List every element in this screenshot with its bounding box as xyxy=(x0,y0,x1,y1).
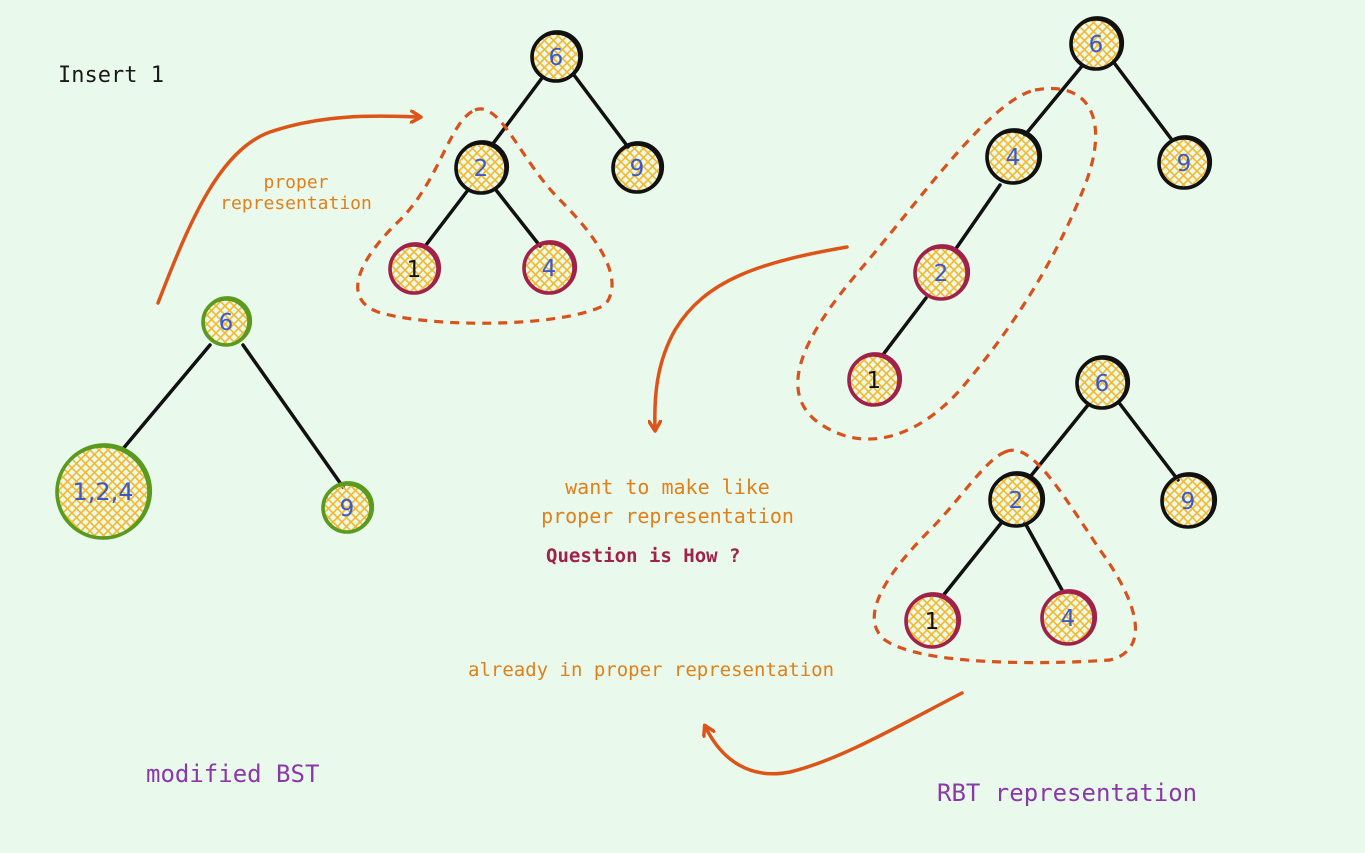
skewed-node-9: 9 xyxy=(1157,135,1213,190)
rbt-node-2-label: 2 xyxy=(1009,488,1024,514)
modified-bst-label: modified BST xyxy=(146,760,320,788)
rbt-node-9-label: 9 xyxy=(1181,489,1196,515)
edge-rbt-2-4 xyxy=(1023,521,1064,592)
skewed-node-9-label: 9 xyxy=(1177,151,1192,177)
want-to-make-label: want to make like proper representation xyxy=(510,473,825,531)
rbt-node-6-label: 6 xyxy=(1095,371,1110,397)
proper-node-6-label: 6 xyxy=(549,45,564,71)
edge-proper-6-2 xyxy=(490,76,544,147)
edge-rbt-2-1 xyxy=(940,520,1004,599)
mbst-node-124-label: 1,2,4 xyxy=(72,478,133,506)
rbt-node-4: 4 xyxy=(1040,589,1098,646)
edge-proper-6-9 xyxy=(572,73,630,149)
want-label-line1: want to make like xyxy=(565,475,770,499)
skewed-node-1: 1 xyxy=(847,352,903,407)
rbt-node-1: 1 xyxy=(904,592,962,649)
edge-mbst-6-124 xyxy=(120,343,212,452)
skewed-node-6: 6 xyxy=(1069,16,1125,71)
proper-node-4-label: 4 xyxy=(542,256,557,282)
edge-skew-2-1 xyxy=(880,296,928,358)
proper-node-1-label: 1 xyxy=(407,257,422,283)
mbst-node-124: 1,2,4 xyxy=(55,443,153,540)
edges xyxy=(120,62,1180,599)
arrow-to-proper xyxy=(156,116,418,305)
proper-node-9: 9 xyxy=(611,141,665,194)
edge-skew-6-4 xyxy=(1023,64,1084,137)
skewed-node-1-label: 1 xyxy=(867,368,882,394)
edge-proper-2-1 xyxy=(424,188,470,247)
want-label-line2: proper representation xyxy=(541,504,794,528)
arrow-to-question xyxy=(655,245,849,428)
edge-rbt-6-9 xyxy=(1118,402,1180,482)
dashed-group-skewed xyxy=(796,87,1098,441)
edge-skew-6-9 xyxy=(1113,62,1174,142)
mbst-node-6-label: 6 xyxy=(219,310,234,336)
mbst-node-6: 6 xyxy=(201,296,253,347)
diagram-title: Insert 1 xyxy=(58,63,164,88)
dashed-group-proper xyxy=(356,107,614,325)
proper-representation-label: proper representation xyxy=(218,172,374,214)
proper-node-2: 2 xyxy=(454,140,510,195)
rbt-representation-label: RBT representation xyxy=(937,779,1198,807)
skewed-node-2-label: 2 xyxy=(934,261,949,287)
proper-node-1: 1 xyxy=(388,242,442,295)
rbt-node-6: 6 xyxy=(1075,355,1131,410)
arrow-to-already xyxy=(706,691,964,776)
skewed-node-4-label: 4 xyxy=(1006,145,1021,171)
rbt-node-1-label: 1 xyxy=(925,609,940,635)
skewed-node-6-label: 6 xyxy=(1089,32,1104,58)
nodes: 6 1,2,4 9 6 2 9 1 4 6 4 9 2 1 6 2 9 1 4 xyxy=(55,16,1218,649)
rbt-node-4-label: 4 xyxy=(1061,606,1076,632)
edge-mbst-6-9 xyxy=(241,343,345,489)
proper-node-6: 6 xyxy=(530,30,584,83)
edge-proper-2-4 xyxy=(494,188,542,248)
question-label: Question is How ? xyxy=(546,545,741,567)
already-proper-label: already in proper representation xyxy=(468,659,835,681)
proper-node-2-label: 2 xyxy=(474,156,489,182)
proper-node-9-label: 9 xyxy=(630,156,645,182)
proper-node-4: 4 xyxy=(522,240,578,295)
skewed-node-2: 2 xyxy=(913,244,971,301)
dashed-group-rbt xyxy=(872,448,1137,665)
rbt-node-9: 9 xyxy=(1160,472,1218,529)
proper-label-line1: proper xyxy=(263,172,329,193)
mbst-node-9: 9 xyxy=(321,481,375,534)
proper-label-line2: representation xyxy=(220,193,372,214)
edge-skew-4-2 xyxy=(953,183,1002,252)
skewed-node-4: 4 xyxy=(985,128,1043,185)
rbt-node-2: 2 xyxy=(988,471,1046,528)
mbst-node-9-label: 9 xyxy=(340,496,355,522)
